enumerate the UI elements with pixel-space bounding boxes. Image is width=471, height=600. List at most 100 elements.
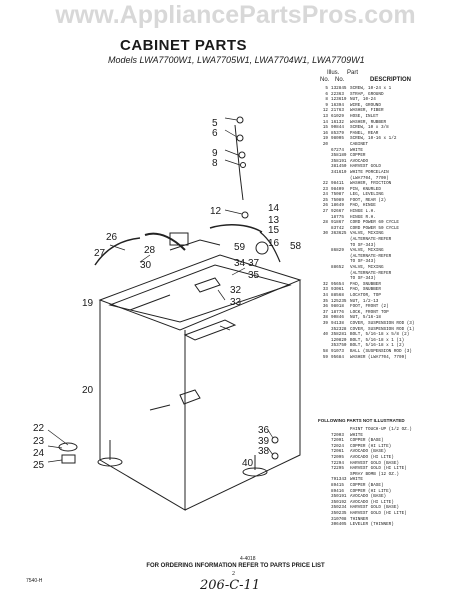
callout-37: 37 <box>248 258 260 269</box>
callout-58: 58 <box>290 241 302 252</box>
part-number: 381450 <box>331 164 347 170</box>
illus-number: 26 <box>322 203 328 209</box>
part-number: 72295 <box>331 466 344 472</box>
illus-number: 36 <box>322 304 328 310</box>
part-description: (ALTERNATE-REFER <box>350 270 392 276</box>
part-description: PAINT TOUCH-UP (1/2 OZ.) <box>350 427 412 432</box>
part-number: 123619 <box>331 97 347 103</box>
part-description: BOLT, 5/16-18 x 1 (2) <box>350 343 405 349</box>
page-number: 2 <box>232 571 235 577</box>
illus-number: 59 <box>322 354 328 360</box>
illus-number: 13 <box>322 113 328 119</box>
callout-15: 15 <box>268 225 280 236</box>
part-number: 16394 <box>331 102 344 108</box>
part-number: 310708 <box>331 516 347 522</box>
part-description: COVER, SUSPENSION ROD (1) <box>350 326 415 332</box>
footer-note: FOR ORDERING INFORMATION REFER TO PARTS … <box>146 563 325 569</box>
callout-30: 30 <box>140 260 152 271</box>
callout-8: 8 <box>212 158 218 169</box>
illus-number: 32 <box>322 281 328 287</box>
part-description: BOLT, 5/16-18 x 1 (1) <box>350 337 405 343</box>
part-description: PIN, KNURLED <box>350 186 381 192</box>
part-description: FOOT, REAR (2) <box>350 197 387 203</box>
handwritten-code: 206-C-11 <box>200 578 261 593</box>
part-number: 350192 <box>331 499 347 505</box>
illus-number: 40 <box>322 332 328 338</box>
part-description: HARVEST GOLD (BASE) <box>350 460 399 466</box>
part-number: 93061 <box>331 287 344 293</box>
part-description: WASHER, FRICTION <box>350 181 392 187</box>
part-number: 90846 <box>331 315 344 321</box>
part-number: 350234 <box>331 505 347 511</box>
illus-number: 33 <box>322 287 328 293</box>
part-description: COPPER <box>350 153 366 159</box>
part-description: FOOT, FRONT (2) <box>350 304 389 310</box>
callout-39: 39 <box>258 436 270 447</box>
part-description: AVOCADO (BASE) <box>350 449 387 455</box>
part-description: THINNER <box>350 516 369 522</box>
part-number: 21763 <box>331 108 344 114</box>
part-description: COPPER (HI LITE) <box>350 443 392 449</box>
illus-number: 5 <box>325 86 328 91</box>
part-description: WASHER, RUBBER <box>350 119 387 125</box>
callout-25: 25 <box>33 460 45 471</box>
illus-number: 38 <box>322 315 328 321</box>
part-row: SPRAY BOMB (12 OZ.) <box>318 472 468 478</box>
part-number: 132845 <box>331 86 347 91</box>
part-row: (ALTERNATE-REFER <box>318 237 468 243</box>
part-number: 358191 <box>331 158 347 164</box>
part-description: SCREW, 10 x 3/8 <box>350 125 389 131</box>
part-description: PAD, HINGE <box>350 203 376 209</box>
illus-number: 24 <box>322 192 328 198</box>
part-number: 95654 <box>331 281 344 287</box>
part-number: 72095 <box>331 454 344 460</box>
part-description: LOCK, FRONT TOP <box>350 309 389 315</box>
part-number: 89416 <box>331 488 344 494</box>
callout-59: 59 <box>234 242 246 253</box>
part-description: WASHER (LWA7704, 7709) <box>350 354 407 360</box>
illus-number: 16 <box>322 130 328 136</box>
callout-22: 22 <box>33 423 45 434</box>
part-number: 61029 <box>331 113 344 119</box>
part-description: VALVE, MIXING <box>350 248 384 254</box>
part-description: LEVELER (THINNER) <box>350 522 394 528</box>
part-description: HARVEST GOLD (HI LITE) <box>350 510 407 516</box>
part-number: 120820 <box>331 337 347 343</box>
part-row: (LWA7704, 7709) <box>318 176 468 182</box>
part-description: VALVE, MIXING <box>350 265 384 270</box>
part-description: AVOCADO (BASE) <box>350 494 387 500</box>
part-row: (ALTERNATE-REFER <box>318 271 468 277</box>
part-description: VALVE, MIXING <box>350 231 384 237</box>
description-header: DESCRIPTION <box>370 77 412 83</box>
part-description: NUT, 10-24 <box>350 97 376 103</box>
part-description: (ALTERNATE-REFER <box>350 237 392 243</box>
